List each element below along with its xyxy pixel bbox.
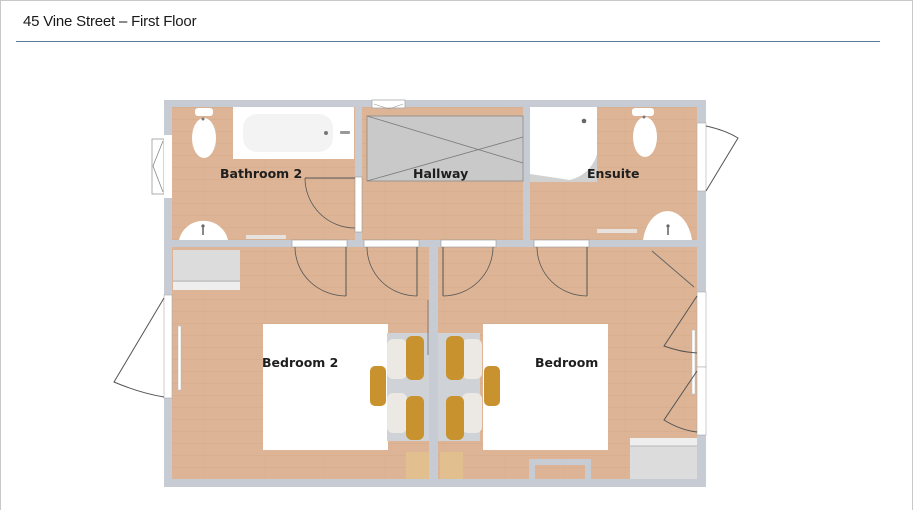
- room-label-hallway: Hallway: [413, 166, 469, 181]
- bedroom-windows: [663, 291, 707, 436]
- bedroom2-window: [113, 294, 173, 399]
- sink: [643, 211, 692, 240]
- bathroom2-door: [304, 176, 363, 233]
- bed: [263, 324, 388, 450]
- title-divider: [16, 41, 880, 42]
- toilet: [632, 108, 657, 157]
- room-label-bedroom-2: Bedroom 2: [262, 355, 339, 370]
- cushion: [370, 366, 386, 406]
- toilet: [192, 108, 216, 158]
- pillow: [446, 396, 464, 440]
- ensuite-window: [696, 122, 739, 192]
- room-label-bathroom-2: Bathroom 2: [220, 166, 303, 181]
- nightstand: [440, 452, 463, 479]
- bedroom-doors: [291, 239, 590, 297]
- pillow: [406, 396, 424, 440]
- ensuite-fixtures: [530, 107, 692, 240]
- bedroom-fixtures: [438, 250, 697, 479]
- page-title: 45 Vine Street – First Floor: [23, 13, 197, 30]
- radiator: [691, 329, 696, 395]
- bed: [483, 324, 608, 450]
- bedroom2-fixtures: [173, 250, 429, 479]
- shower: [530, 107, 597, 180]
- bathroom2-window: [151, 135, 172, 198]
- bottom-niche: [529, 459, 591, 479]
- pillow: [446, 336, 464, 380]
- bathroom2-fixtures: [179, 107, 354, 240]
- room-label-ensuite: Ensuite: [587, 166, 640, 181]
- room-label-bedroom: Bedroom: [535, 355, 599, 370]
- cushion: [484, 366, 500, 406]
- center-wall: [429, 247, 438, 479]
- sink: [179, 220, 228, 240]
- stairwell: [366, 115, 524, 182]
- pillow: [406, 336, 424, 380]
- radiator: [177, 325, 182, 391]
- nightstand: [406, 452, 429, 479]
- hallway-window: [371, 99, 406, 110]
